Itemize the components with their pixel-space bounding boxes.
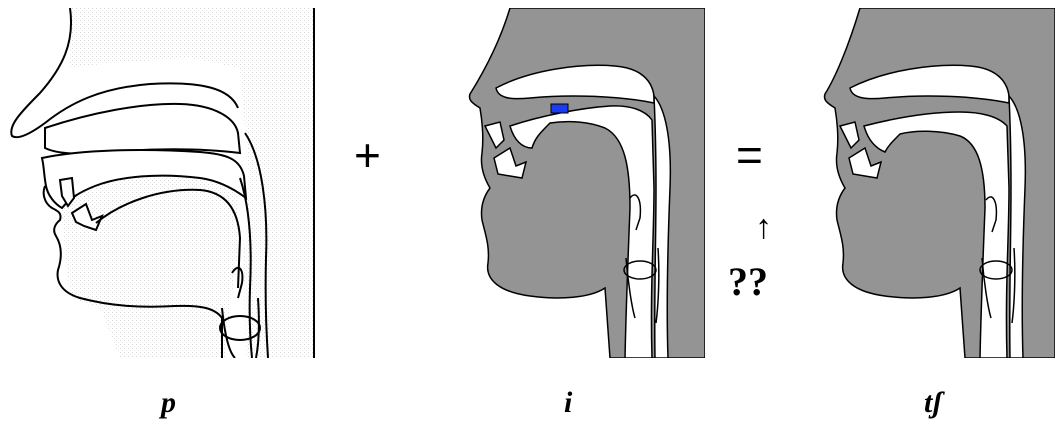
vocal-tract-diagram-i xyxy=(440,8,705,358)
caption-p: p xyxy=(161,386,176,420)
question-marks: ?? xyxy=(728,262,768,302)
nasal-cavity-outline xyxy=(45,104,240,154)
vocal-tract-diagram-p xyxy=(0,8,322,358)
vocal-tract-diagram-tf xyxy=(800,8,1055,358)
constriction-highlight xyxy=(551,104,568,113)
caption-tf: tʃ xyxy=(924,386,942,420)
caption-i: i xyxy=(564,386,572,420)
up-arrow-icon: ↑ xyxy=(755,210,772,244)
equals-sign: = xyxy=(736,132,763,178)
pharynx-airway xyxy=(1009,96,1025,358)
plus-sign: + xyxy=(354,132,381,178)
